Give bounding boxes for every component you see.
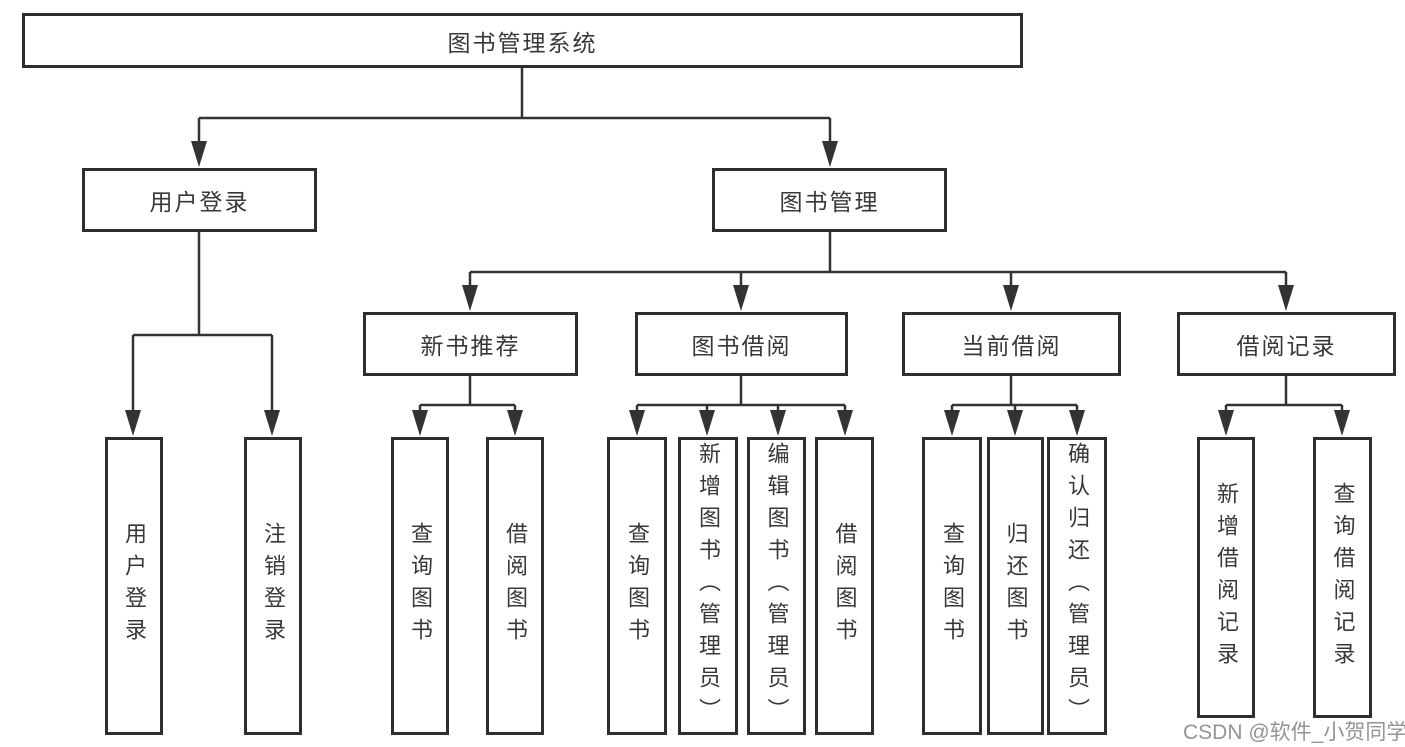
node-user-login-branch: 用户登录	[82, 168, 317, 232]
node-new-book-recommend: 新书推荐	[363, 312, 578, 376]
leaf-add-books-admin: 新增图书（管理员）	[678, 437, 738, 735]
leaf-borrow-books-borrowing: 借阅图书	[815, 437, 874, 735]
leaf-edit-books-admin: 编辑图书（管理员）	[747, 437, 806, 735]
leaf-logout: 注销登录	[244, 437, 302, 735]
leaf-add-borrow-record: 新增借阅记录	[1197, 437, 1255, 718]
node-borrowing-records: 借阅记录	[1177, 312, 1396, 376]
leaf-query-books-borrowing: 查询图书	[607, 437, 667, 735]
node-book-management-branch: 图书管理	[712, 168, 947, 232]
leaf-return-books: 归还图书	[987, 437, 1044, 735]
node-book-borrowing: 图书借阅	[635, 312, 848, 376]
leaf-confirm-return-admin: 确认归还（管理员）	[1047, 437, 1107, 735]
leaf-query-books-newbooks: 查询图书	[391, 437, 449, 735]
leaf-borrow-books-newbooks: 借阅图书	[486, 437, 544, 735]
node-current-borrowing: 当前借阅	[902, 312, 1121, 376]
node-root-system: 图书管理系统	[22, 13, 1023, 68]
leaf-query-books-current: 查询图书	[922, 437, 982, 735]
csdn-watermark: CSDN @软件_小贺同学	[1183, 721, 1405, 744]
leaf-query-borrow-record: 查询借阅记录	[1313, 437, 1372, 718]
leaf-user-login: 用户登录	[105, 437, 163, 735]
